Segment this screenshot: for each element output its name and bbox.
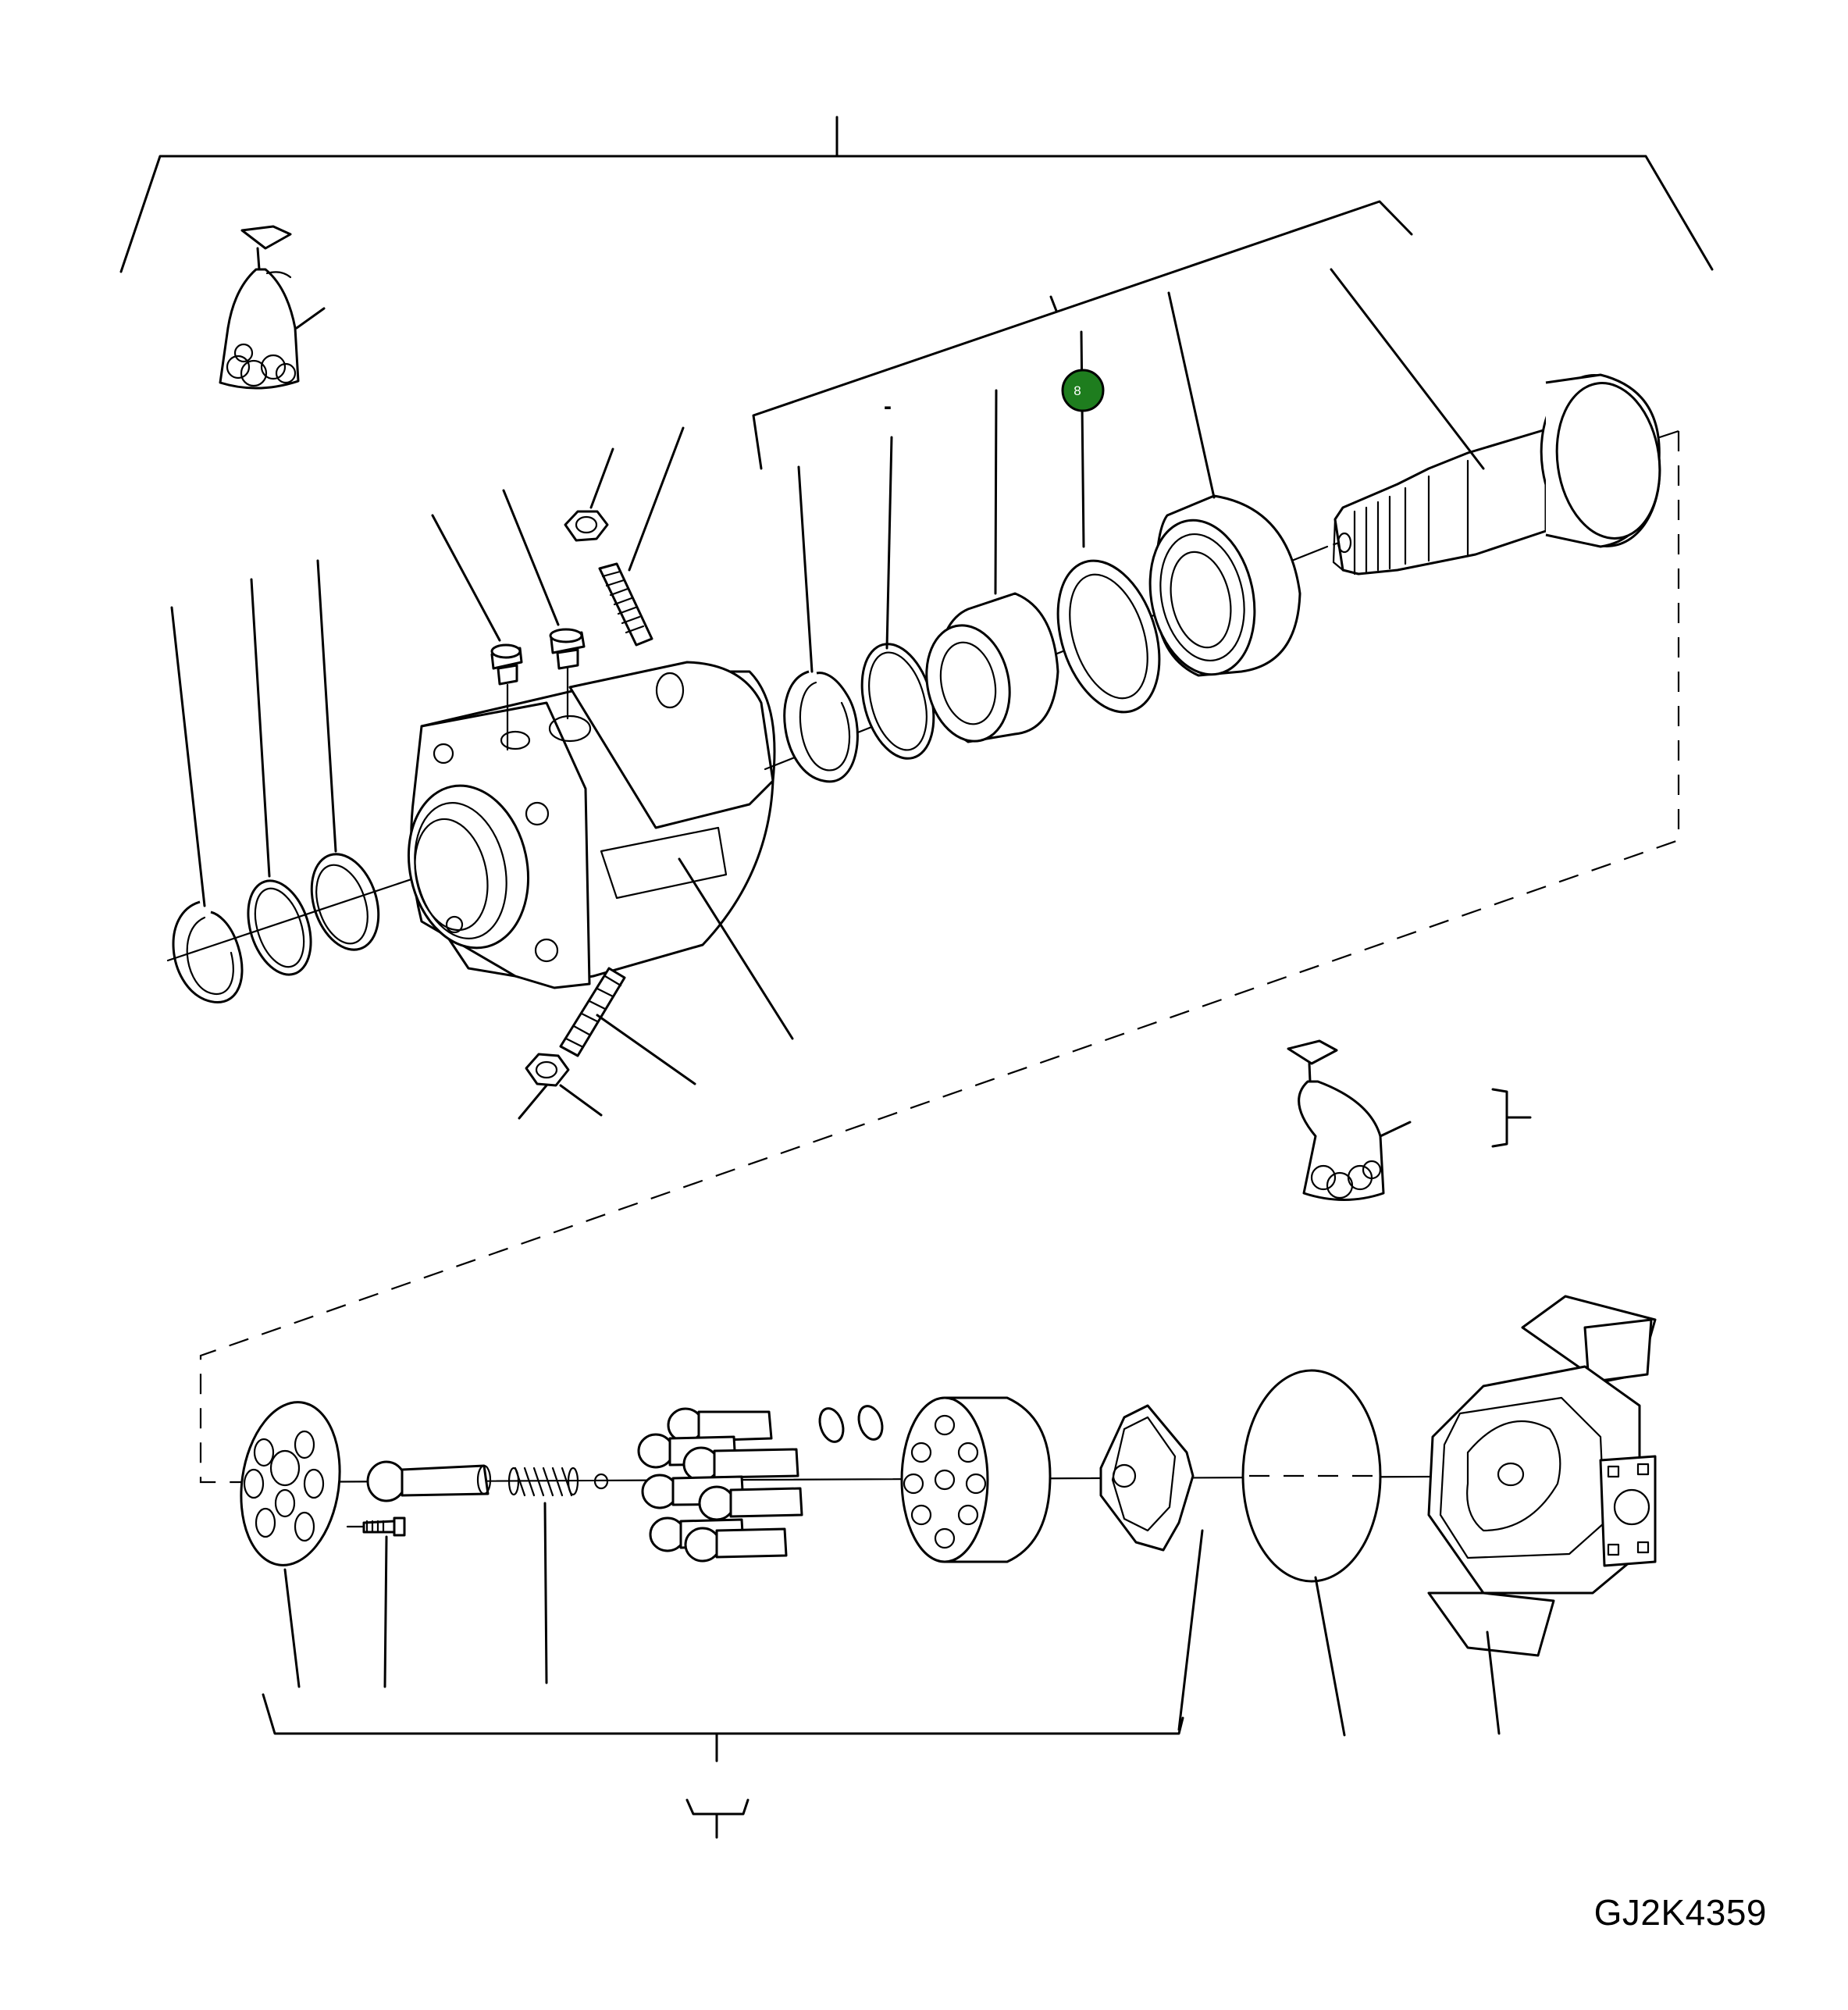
pistons bbox=[637, 1407, 803, 1563]
callout-8-label: 8 bbox=[1074, 383, 1081, 398]
drawing-id-label: GJ2K4359 bbox=[1593, 1892, 1767, 1933]
callout-8[interactable]: 8 bbox=[1061, 369, 1105, 412]
roller-bearing bbox=[1148, 291, 1301, 677]
seal-kit-bag-right bbox=[1287, 1039, 1532, 1201]
retaining-plate bbox=[240, 1401, 341, 1688]
port-plate bbox=[1427, 1295, 1657, 1735]
o-ring-left bbox=[247, 578, 312, 976]
plug-screw-1 bbox=[431, 514, 523, 751]
left-centerline bbox=[166, 865, 450, 962]
pressure-spring bbox=[507, 1467, 609, 1684]
setscrew-bottom bbox=[559, 967, 696, 1085]
seal-kit-bag-top bbox=[219, 225, 326, 390]
drive-shaft bbox=[1330, 268, 1661, 576]
center-pin bbox=[366, 1460, 492, 1502]
snap-rings bbox=[818, 1405, 884, 1443]
setscrew-top bbox=[598, 426, 685, 647]
bearing-inner bbox=[925, 389, 1059, 743]
support-ring bbox=[860, 436, 935, 760]
motor-housing bbox=[407, 661, 794, 1040]
plug-screw-2 bbox=[502, 489, 586, 720]
shaft-seal-ring bbox=[1056, 330, 1161, 714]
dash-mark: - bbox=[884, 394, 892, 419]
top-assembly-bracket bbox=[119, 116, 1714, 273]
bottom-assembly-bracket bbox=[262, 1693, 1184, 1839]
rotating-group-envelope bbox=[199, 431, 1680, 1484]
retaining-ring-left bbox=[170, 606, 244, 1003]
callout-8-badge[interactable] bbox=[1061, 369, 1105, 412]
cylinder-block bbox=[900, 1396, 1052, 1563]
control-lens bbox=[1099, 1404, 1204, 1731]
shaft-assembly-bracket bbox=[752, 200, 1413, 470]
circlip bbox=[783, 465, 859, 783]
lock-nut-bottom bbox=[518, 1053, 603, 1120]
screw bbox=[346, 1516, 406, 1688]
lock-nut-top bbox=[564, 447, 614, 542]
seal-ring-left bbox=[310, 559, 380, 951]
gasket bbox=[1241, 1369, 1382, 1737]
